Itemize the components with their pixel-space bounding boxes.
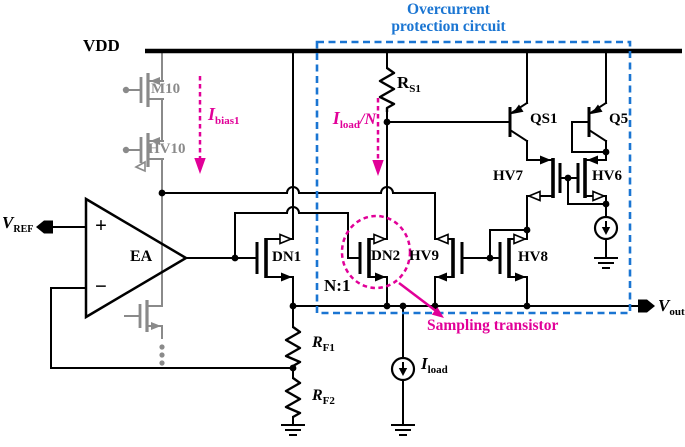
dn1-label: DN1 bbox=[272, 249, 302, 265]
ibias1-label: Ibias1 bbox=[208, 104, 240, 127]
transistor-hv7 bbox=[526, 155, 562, 202]
sampling-circle bbox=[340, 214, 412, 290]
protection-box bbox=[315, 40, 632, 315]
ratio-label: N:1 bbox=[324, 276, 351, 295]
junction-dots bbox=[158, 118, 610, 372]
resistor-rf2 bbox=[284, 377, 302, 419]
ea-plus-input: + bbox=[95, 213, 107, 237]
rf2-label: RF2 bbox=[312, 387, 335, 407]
sampling-arrow bbox=[398, 282, 444, 318]
transistor-dn1 bbox=[255, 233, 294, 282]
hv8-diode-wire bbox=[489, 229, 528, 259]
transistor-hv10 bbox=[122, 133, 164, 194]
ibias-wire bbox=[161, 186, 436, 240]
hv6-gate-feedback-wire bbox=[567, 177, 607, 205]
vdd-label: VDD bbox=[83, 36, 120, 55]
transistor-q5 bbox=[587, 101, 608, 143]
ibias1-arrow bbox=[194, 76, 206, 174]
current-source-bias bbox=[593, 215, 619, 241]
transistor-gray-tail bbox=[124, 192, 165, 366]
transistor-qs1 bbox=[508, 101, 529, 143]
hv8-label: HV8 bbox=[518, 249, 548, 265]
rs1-label: RS1 bbox=[397, 73, 421, 95]
ground-symbol-rf2 bbox=[281, 424, 305, 436]
vref-label: VREF bbox=[2, 213, 34, 235]
hv9-label: HV9 bbox=[409, 248, 439, 264]
transistor-hv8 bbox=[498, 233, 528, 282]
qs1-label: QS1 bbox=[530, 111, 558, 127]
q5-base-diode-wire bbox=[571, 121, 607, 153]
transistor-hv9 bbox=[434, 233, 464, 282]
ground-symbol-iload bbox=[391, 424, 415, 436]
transistor-hv6 bbox=[576, 155, 607, 202]
q5-label: Q5 bbox=[609, 111, 629, 127]
resistor-rs1 bbox=[378, 67, 396, 112]
transistor-dn2 bbox=[358, 233, 388, 282]
iload-label: Iload bbox=[421, 354, 448, 376]
hv7-label: HV7 bbox=[493, 168, 523, 184]
m10-label: M10 bbox=[151, 81, 181, 97]
dn2-label: DN2 bbox=[371, 248, 401, 264]
protection-title-line1: Overcurrent bbox=[407, 1, 490, 18]
feedback-wire bbox=[50, 287, 294, 369]
sampling-transistor-label: Sampling transistor bbox=[427, 317, 559, 334]
protection-title-line2: protection circuit bbox=[391, 18, 506, 35]
iload-over-n-label: Iload/N bbox=[332, 108, 376, 131]
rf1-label: RF1 bbox=[312, 334, 335, 354]
ground-symbol-bias bbox=[594, 257, 618, 269]
vout-label: Vout bbox=[658, 296, 685, 318]
iload-over-n-arrow bbox=[372, 98, 384, 176]
resistor-rf1 bbox=[284, 326, 302, 368]
transistor-m10 bbox=[122, 50, 164, 142]
ea-label: EA bbox=[130, 248, 153, 265]
ea-minus-input: − bbox=[95, 274, 107, 298]
hv10-label: HV10 bbox=[148, 141, 186, 157]
ea-opamp-triangle bbox=[84, 196, 189, 320]
hv6-label: HV6 bbox=[592, 168, 622, 184]
vref-pad bbox=[36, 220, 87, 234]
vout-pad bbox=[638, 299, 655, 313]
current-source-iload bbox=[390, 356, 416, 382]
